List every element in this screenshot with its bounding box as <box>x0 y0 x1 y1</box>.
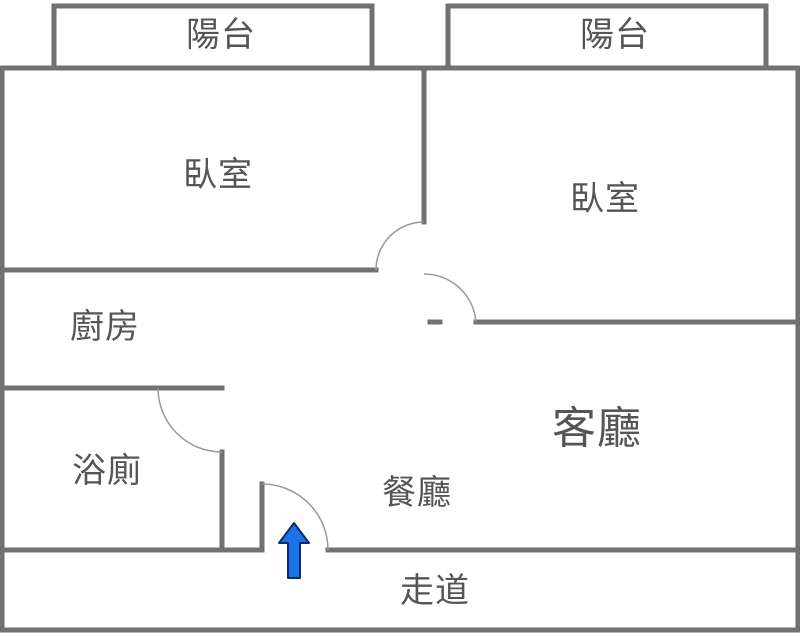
living-room-label: 客廳 <box>552 403 642 454</box>
door-swings <box>157 221 477 551</box>
bathroom-door-arc <box>157 387 223 453</box>
bedroom-right-door-arc <box>423 273 477 323</box>
corridor-label: 走道 <box>400 571 470 611</box>
bathroom-label: 浴廁 <box>72 451 142 491</box>
balcony-left-label: 陽台 <box>186 15 256 55</box>
kitchen-label: 廚房 <box>70 307 140 347</box>
entry-door-arc <box>261 483 329 551</box>
balcony-right-label: 陽台 <box>580 15 650 55</box>
bedroom-left-door-arc <box>375 221 425 271</box>
bedroom-left-label: 臥室 <box>183 155 253 195</box>
up-arrow-icon <box>278 522 310 579</box>
dining-room-label: 餐廳 <box>382 473 452 513</box>
walls <box>0 3 800 633</box>
bedroom-right-label: 臥室 <box>570 179 640 219</box>
entry-arrow <box>278 522 310 579</box>
